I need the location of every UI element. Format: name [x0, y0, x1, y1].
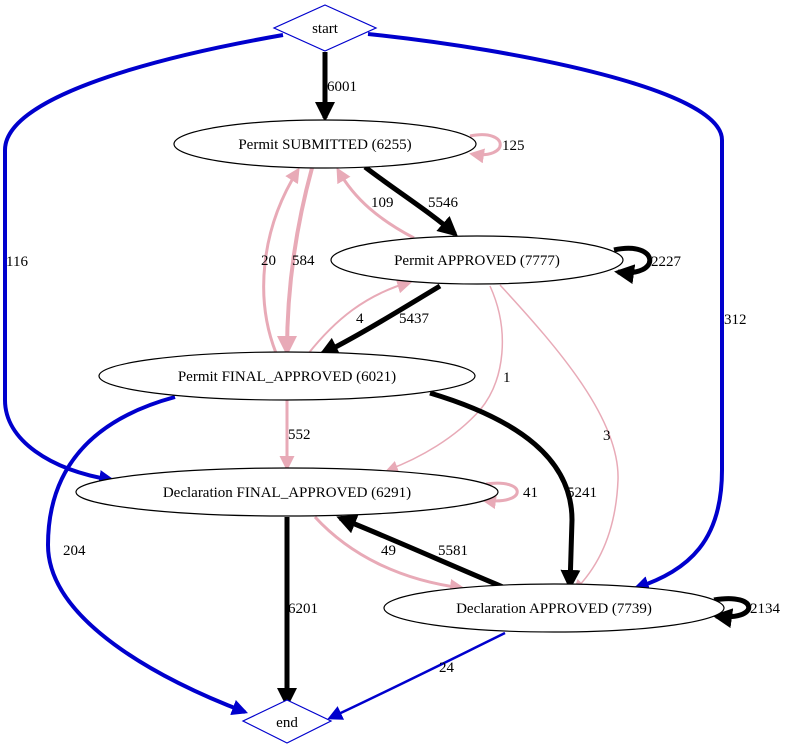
edge-label: 2134 — [750, 601, 781, 617]
edge-permit-final-approved-to-permit-approved: 4 — [307, 277, 414, 355]
edge-declaration-approved-self-loop: 2134 — [712, 596, 781, 629]
edge-permit-final-approved-to-declaration-final-approved: 552 — [279, 400, 311, 471]
node-label: end — [276, 715, 298, 731]
node-label: start — [312, 21, 339, 37]
node-start: start — [272, 4, 378, 52]
node-end: end — [241, 699, 333, 744]
node-declaration-final-approved: Declaration FINAL_APPROVED (6291) — [75, 467, 499, 517]
edge-declaration-final-approved-to-end: 6201 — [277, 517, 318, 708]
edge-permit-approved-to-permit-submitted: 109 — [336, 167, 415, 240]
edge-label: 20 — [261, 253, 276, 269]
node-label: Permit SUBMITTED (6255) — [238, 137, 411, 153]
edge-label: 125 — [502, 138, 525, 154]
edge-label: 552 — [288, 427, 311, 443]
edge-label: 5241 — [567, 485, 597, 501]
edge-permit-submitted-to-permit-approved: 5546 — [363, 165, 459, 237]
edge-label: 24 — [439, 660, 455, 676]
edge-label: 1 — [503, 370, 511, 386]
node-label: Declaration FINAL_APPROVED (6291) — [163, 485, 411, 501]
edge-label: 116 — [6, 254, 28, 270]
edge-label: 2227 — [651, 254, 682, 270]
node-permit-submitted: Permit SUBMITTED (6255) — [173, 119, 477, 169]
edge-declaration-final-approved-self-loop: 41 — [481, 481, 538, 510]
edge-label: 5581 — [438, 543, 468, 559]
edge-permit-approved-self-loop: 2227 — [613, 245, 682, 285]
edge-label: 5437 — [399, 311, 430, 327]
edge-declaration-approved-to-declaration-final-approved: 5581 — [336, 514, 504, 590]
node-label: Permit APPROVED (7777) — [394, 253, 560, 269]
edge-start-to-declaration-approved: 312 — [367, 32, 747, 592]
node-permit-approved: Permit APPROVED (7777) — [330, 235, 624, 285]
node-label: Permit FINAL_APPROVED (6021) — [178, 369, 396, 385]
edge-label: 4 — [356, 311, 364, 327]
edge-label: 6201 — [288, 601, 318, 617]
node-permit-final-approved: Permit FINAL_APPROVED (6021) — [98, 351, 476, 401]
edge-label: 5546 — [428, 195, 459, 211]
node-label: Declaration APPROVED (7739) — [456, 601, 652, 617]
edge-label: 312 — [724, 312, 747, 328]
edge-label: 6001 — [327, 79, 357, 95]
edge-label: 109 — [371, 195, 394, 211]
edge-label: 204 — [63, 543, 86, 559]
edge-permit-approved-to-declaration-approved: 3 — [499, 284, 619, 592]
edge-permit-final-approved-to-end: 204 — [45, 395, 248, 715]
edge-permit-submitted-self-loop: 125 — [469, 133, 525, 164]
edge-label: 584 — [292, 253, 315, 269]
edge-label: 3 — [603, 428, 611, 444]
node-declaration-approved: Declaration APPROVED (7739) — [383, 583, 725, 633]
edge-label: 49 — [381, 543, 396, 559]
edge-label: 41 — [523, 485, 538, 501]
edge-permit-approved-to-permit-final-approved: 5437 — [318, 283, 442, 357]
edge-permit-final-approved-to-permit-submitted: 20 — [261, 167, 300, 354]
edge-declaration-final-approved-to-declaration-approved: 49 — [313, 515, 465, 594]
edge-start-to-declaration-final-approved: 116 — [3, 33, 284, 486]
edge-permit-submitted-to-permit-final-approved: 584 — [277, 167, 315, 356]
edge-start-to-permit-submitted: 6001 — [315, 52, 357, 122]
edge-permit-final-approved-to-declaration-approved: 5241 — [429, 390, 597, 590]
edge-declaration-approved-to-end: 24 — [327, 631, 506, 720]
